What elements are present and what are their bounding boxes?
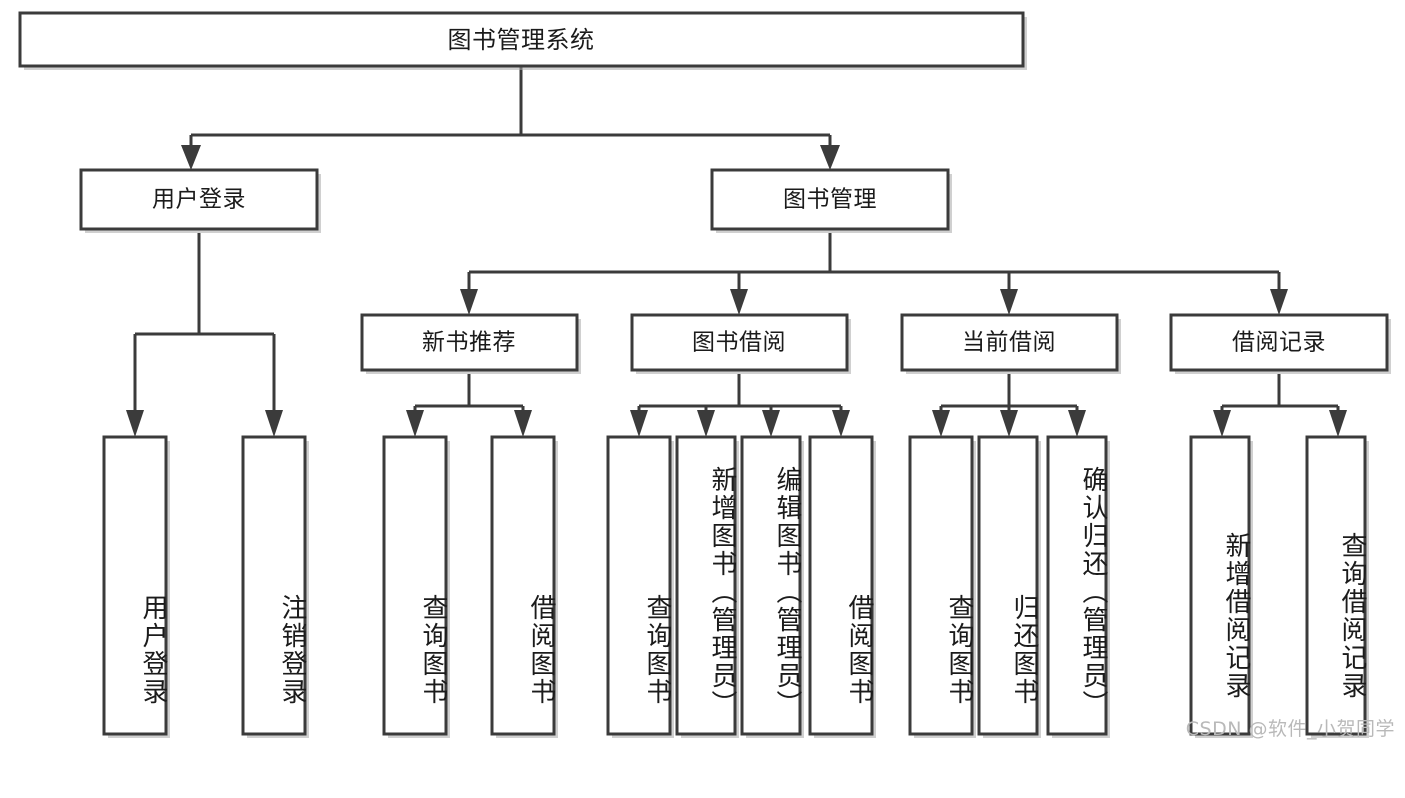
node-root-label: 图书管理系统 bbox=[448, 26, 595, 54]
arrow-head-leaf-edit-book bbox=[762, 410, 780, 437]
leaf-confirm-return-box[interactable] bbox=[1046, 435, 1108, 736]
node-book-management-label: 图书管理 bbox=[783, 187, 877, 213]
leaf-logout-login-box[interactable] bbox=[241, 435, 307, 736]
leaf-node-group bbox=[102, 435, 1369, 738]
arrow-head-current-borrow bbox=[1000, 289, 1018, 315]
leaf-query-book-1-box[interactable] bbox=[382, 435, 448, 736]
arrow-head-borrow-record bbox=[1270, 289, 1288, 315]
arrow-head-leaf-query-book-2 bbox=[630, 410, 648, 437]
node-user-login-box[interactable] bbox=[79, 168, 319, 231]
arrow-head-new-book-recommend bbox=[460, 289, 478, 315]
leaf-query-borrow-record-box[interactable] bbox=[1305, 435, 1367, 736]
node-new-book-recommend-box[interactable] bbox=[360, 313, 579, 372]
node-book-management[interactable]: 图书管理 bbox=[710, 168, 952, 233]
arrow-head-leaf-add-borrow-record bbox=[1213, 410, 1231, 437]
arrow-head-leaf-borrow-book-1 bbox=[514, 410, 532, 437]
watermark-text: CSDN @软件_小贺同学 bbox=[1185, 718, 1395, 740]
arrow-head-leaf-query-book-3 bbox=[932, 410, 950, 437]
node-root[interactable]: 图书管理系统 bbox=[18, 11, 1027, 70]
arrow-head-user-login bbox=[181, 145, 201, 170]
node-book-management-box[interactable] bbox=[710, 168, 950, 231]
node-current-borrow-box[interactable] bbox=[900, 313, 1119, 372]
node-user-login[interactable]: 用户登录 bbox=[79, 168, 321, 233]
arrow-head-leaf-user-login bbox=[126, 410, 144, 437]
leaf-add-borrow-record-box[interactable] bbox=[1189, 435, 1251, 736]
arrow-head-leaf-logout-login bbox=[265, 410, 283, 437]
leaf-add-book-box[interactable] bbox=[675, 435, 737, 736]
leaf-query-book-3-box[interactable] bbox=[908, 435, 974, 736]
node-book-borrow-box[interactable] bbox=[630, 313, 849, 372]
node-book-borrow-label: 图书借阅 bbox=[692, 330, 786, 356]
node-borrow-record-label: 借阅记录 bbox=[1232, 330, 1326, 356]
arrow-head-leaf-confirm-return bbox=[1068, 410, 1086, 437]
node-current-borrow-label: 当前借阅 bbox=[962, 330, 1056, 356]
leaf-borrow-book-1-box[interactable] bbox=[490, 435, 556, 736]
node-new-book-recommend[interactable]: 新书推荐 bbox=[360, 313, 581, 374]
node-borrow-record-box[interactable] bbox=[1169, 313, 1389, 372]
leaf-borrow-book-2-box[interactable] bbox=[808, 435, 874, 736]
leaf-edit-book-box[interactable] bbox=[740, 435, 802, 736]
flowchart-svg: 图书管理系统 用户登录 图书管理 新书推荐 图书借阅 当前借阅 bbox=[18, 11, 1391, 738]
arrow-head-leaf-query-borrow-record bbox=[1329, 410, 1347, 437]
arrow-head-book-management bbox=[820, 145, 840, 170]
arrow-head-leaf-query-book-1 bbox=[406, 410, 424, 437]
arrow-head-leaf-return-book bbox=[1000, 410, 1018, 437]
node-new-book-recommend-label: 新书推荐 bbox=[422, 330, 516, 356]
leaf-return-book-box[interactable] bbox=[977, 435, 1039, 736]
connector-layer bbox=[126, 66, 1347, 437]
node-user-login-label: 用户登录 bbox=[152, 187, 246, 213]
flowchart-canvas: 图书管理系统 用户登录 图书管理 新书推荐 图书借阅 当前借阅 bbox=[18, 11, 1395, 740]
node-current-borrow[interactable]: 当前借阅 bbox=[900, 313, 1121, 374]
arrow-head-leaf-add-book bbox=[697, 410, 715, 437]
node-root-box[interactable] bbox=[18, 11, 1025, 68]
arrow-head-book-borrow bbox=[730, 289, 748, 315]
leaf-query-book-2-box[interactable] bbox=[606, 435, 672, 736]
node-borrow-record[interactable]: 借阅记录 bbox=[1169, 313, 1391, 374]
node-book-borrow[interactable]: 图书借阅 bbox=[630, 313, 851, 374]
leaf-user-login-box[interactable] bbox=[102, 435, 168, 736]
arrow-head-leaf-borrow-book-2 bbox=[832, 410, 850, 437]
